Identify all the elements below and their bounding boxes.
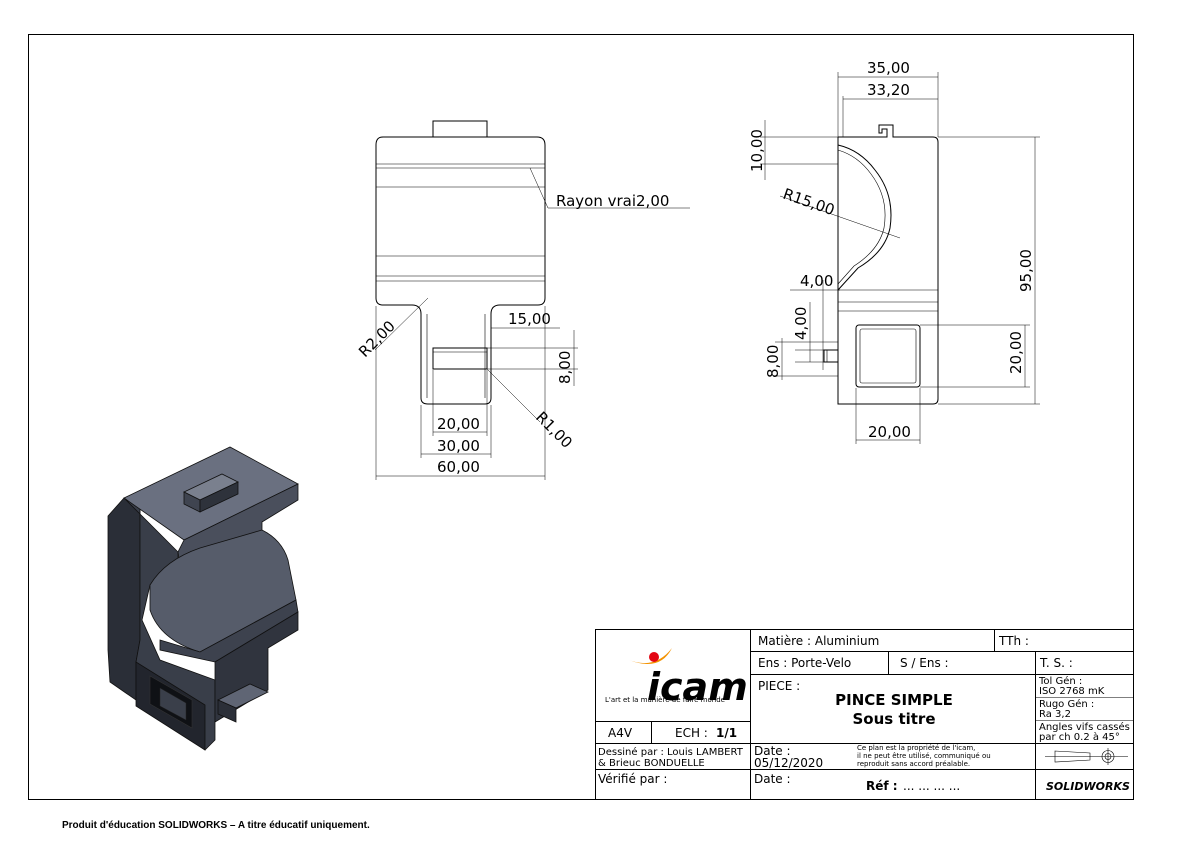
education-footer: Produit d'éducation SOLIDWORKS – A titre… [62, 820, 370, 831]
iso-cradle [149, 529, 297, 653]
date-value: 05/12/2020 [754, 756, 823, 770]
piece-subtitle: Sous titre [853, 710, 936, 728]
logo-slogan: L'art et la manière de faire monde [605, 696, 725, 704]
logo-swoosh-icon [629, 648, 672, 664]
piece-label: PIECE : [758, 679, 800, 693]
ts: T. S. : [1039, 656, 1073, 670]
title-block: icam L'art et la manière de faire monde … [595, 629, 1134, 800]
checked-by: Vérifié par : [598, 772, 667, 786]
format-a4v: A4V [608, 726, 633, 740]
dim-15: 15,00 [508, 310, 551, 328]
isometric-view [107, 446, 299, 751]
material: Matière : Aluminium [758, 634, 879, 648]
icam-logo: icam L'art et la manière de faire monde [605, 648, 748, 709]
iso-lower-inner [159, 687, 187, 721]
front-slot [432, 347, 488, 370]
dim-rayon-vrai: Rayon vrai2,00 [556, 192, 669, 210]
side-outline [837, 124, 939, 405]
side-view: 35,00 33,20 10,00 R15,00 4,00 4,00 8,00 … [748, 59, 1040, 444]
side-small-tab [823, 349, 838, 363]
scale-label: ECH : [675, 726, 708, 740]
dim-95: 95,00 [1017, 249, 1035, 292]
logo-text: icam [647, 665, 748, 709]
ref-label: Réf : [866, 779, 898, 793]
projection-symbol-icon [1045, 748, 1128, 765]
logo-dot-icon [649, 652, 659, 662]
notice-line2: il ne peut être utilisé, communiqué ou [857, 752, 991, 760]
dim-33-2: 33,20 [867, 81, 910, 99]
angles-line1: Angles vifs cassés [1039, 721, 1130, 733]
tol-line2: ISO 2768 mK [1039, 686, 1105, 697]
dim-35: 35,00 [867, 59, 910, 77]
dim-60: 60,00 [437, 458, 480, 476]
front-body-outline [375, 136, 546, 405]
iso-side-tab-front [217, 699, 237, 723]
side-square-hole [855, 324, 921, 388]
dim-r2: R2,00 [355, 317, 399, 361]
angles-line2: par ch 0.2 à 45° [1039, 731, 1120, 743]
piece-name: PINCE SIMPLE [835, 691, 953, 709]
front-top-tab [432, 120, 488, 137]
drawn-by-line1: Dessiné par : Louis LAMBERT [598, 746, 744, 758]
software-name: SOLIDWORKS [1046, 780, 1130, 793]
dim-30: 30,00 [437, 437, 480, 455]
dim-4-vert: 4,00 [792, 307, 810, 340]
iso-top-edge [177, 483, 299, 566]
dim-8: 8,00 [556, 351, 574, 384]
title-block-frame [595, 629, 1134, 800]
tol-line1: Tol Gén : [1038, 675, 1082, 687]
side-curve-inner [837, 149, 886, 285]
dim-10: 10,00 [748, 129, 766, 172]
dim-4-top: 4,00 [800, 272, 833, 290]
dim-r15: R15,00 [781, 185, 837, 219]
sheet-border [28, 34, 1134, 800]
notice-line3: reproduit sans accord préalable. [857, 760, 970, 768]
dim-r1: R1,00 [532, 408, 576, 452]
rugo-line1: Rugo Gén : [1039, 698, 1094, 710]
side-curve [837, 144, 892, 291]
dim-20: 20,00 [437, 415, 480, 433]
date-label: Date : [754, 744, 791, 758]
dim-20-vert: 20,00 [1007, 331, 1025, 374]
notice-line1: Ce plan est la propriété de l'icam, [857, 744, 975, 752]
dim-8-side: 8,00 [764, 345, 782, 378]
date2-label: Date : [754, 772, 791, 786]
iso-left-face [107, 497, 141, 701]
leader-line [529, 167, 549, 209]
scale-value: 1/1 [716, 726, 737, 740]
tth: TTh : [998, 634, 1029, 648]
front-view: Rayon vrai2,00 R2,00 15,00 8,00 R1,00 20… [355, 120, 690, 480]
dim-20-bottom: 20,00 [868, 423, 911, 441]
leader-line [486, 368, 541, 423]
side-square-hole-inner [859, 328, 917, 384]
ref-value: ... ... ... ... [903, 779, 960, 793]
rugo-line2: Ra 3,2 [1039, 709, 1071, 720]
drawn-by-line2: & Brieuc BONDUELLE [598, 758, 705, 769]
leader-line [374, 297, 429, 351]
ensemble: Ens : Porte-Velo [758, 656, 851, 670]
sub-ensemble: S / Ens : [900, 656, 949, 670]
iso-top-tab-front [199, 481, 239, 513]
leader-line [779, 195, 901, 239]
